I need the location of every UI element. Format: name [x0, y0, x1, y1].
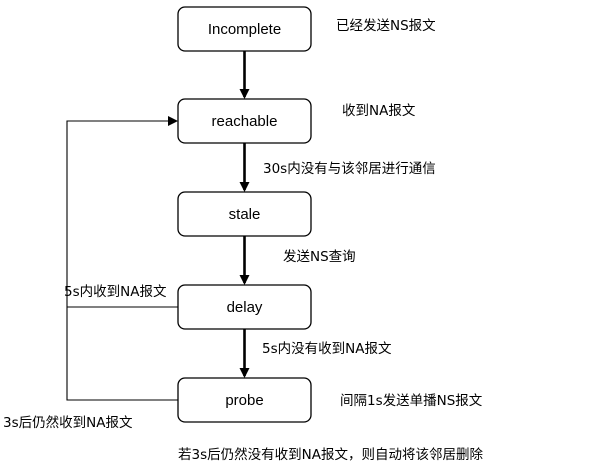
note-delay-to-probe: 5s内没有收到NA报文 — [262, 341, 392, 357]
note-probe-loop: 3s后仍然收到NA报文 — [3, 414, 133, 431]
loop-probe-to-reachable — [66, 116, 178, 401]
note-delay-loop: 5s内收到NA报文 — [64, 284, 167, 300]
state-reachable-label: reachable — [212, 113, 278, 130]
note-reachable: 收到NA报文 — [342, 103, 416, 119]
state-stale: stale — [177, 191, 312, 237]
state-stale-label: stale — [229, 206, 261, 223]
state-probe: probe — [177, 377, 312, 423]
state-incomplete-label: Incomplete — [208, 21, 281, 38]
note-bottom: 若3s后仍然没有收到NA报文，则自动将该邻居删除 — [178, 446, 483, 463]
state-delay: delay — [177, 284, 312, 330]
state-incomplete: Incomplete — [177, 6, 312, 52]
state-probe-label: probe — [225, 392, 263, 409]
note-reachable-to-stale: 30s内没有与该邻居进行通信 — [263, 161, 436, 177]
state-reachable: reachable — [177, 98, 312, 144]
note-incomplete: 已经发送NS报文 — [336, 18, 436, 34]
state-delay-label: delay — [227, 299, 263, 316]
note-stale-to-delay: 发送NS查询 — [283, 249, 356, 265]
note-probe: 间隔1s发送单播NS报文 — [340, 393, 483, 409]
